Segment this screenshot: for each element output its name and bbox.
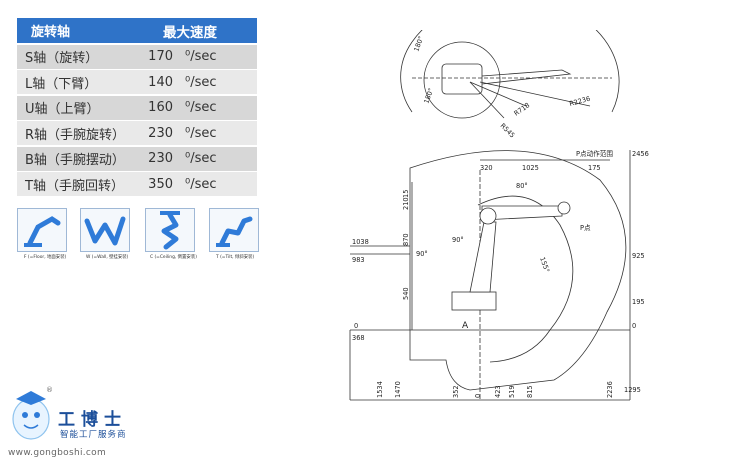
tilt-mount-label: T (=Tilt, 倾斜安装) (216, 255, 255, 260)
top-view (400, 30, 620, 119)
table-row: L轴（下臂） 140 ⁰/sec (17, 70, 257, 94)
row-unit: ⁰/sec (185, 176, 217, 192)
row-unit: ⁰/sec (185, 100, 217, 115)
robot-wrist (557, 201, 571, 215)
a-label: A (462, 321, 469, 331)
bottom-dim-352: 352 (452, 385, 460, 398)
angle-80: 80° (516, 182, 528, 190)
mascot-logo-icon (12, 391, 50, 440)
wall-mount-thumbnail (80, 208, 130, 252)
row-unit: ⁰/sec (185, 151, 217, 166)
bottom-dim-2236: 2236 (606, 381, 614, 398)
p-range-inner (477, 195, 574, 363)
robot-lower-arm (469, 221, 497, 293)
angle-90-a: 90° (452, 236, 464, 244)
bottom-dim-519: 519 (508, 385, 516, 398)
angle-155: 155° (538, 256, 551, 274)
left-dim-540: 540 (402, 287, 410, 300)
r545-line (469, 81, 505, 119)
table-row: B轴（手腕摆动） 230 ⁰/sec (17, 146, 257, 171)
row-value: 350 (148, 176, 173, 192)
table-header: 旋转轴 最大速度 (17, 18, 257, 43)
row-axis: U轴（上臂） (25, 102, 100, 117)
bottom-dim-815: 815 (526, 385, 534, 398)
row-axis: T轴（手腕回转） (25, 178, 124, 194)
top-base (441, 63, 483, 95)
registered-mark: ® (46, 386, 53, 394)
right-dim-925: 925 (632, 252, 645, 260)
ceiling-mount-label: C (=Ceiling, 倒置安装) (150, 255, 197, 260)
left-dim-368: 368 (352, 334, 365, 342)
header-speed: 最大速度 (163, 24, 217, 41)
top-circle (423, 41, 501, 119)
tilt-robot-icon (216, 216, 253, 247)
speed-table: 旋转轴 最大速度 S轴（旋转） 170 ⁰/sec L轴（下臂） 140 ⁰/s… (17, 18, 257, 198)
wall-mount-label: W (=Wall, 壁挂安装) (86, 255, 129, 260)
table-row: U轴（上臂） 160 ⁰/sec (17, 95, 257, 120)
header-axis: 旋转轴 (31, 25, 71, 40)
row-unit: ⁰/sec (185, 49, 217, 64)
table-row: S轴（旋转） 170 ⁰/sec (17, 44, 257, 69)
row-axis: B轴（手腕摆动） (25, 153, 125, 168)
r545-label: R545 (499, 122, 517, 140)
bottom-dim-423: 423 (494, 385, 502, 398)
bottom-dim-1534: 1534 (376, 381, 384, 398)
right-dim-2456: 2456 (632, 150, 649, 158)
brand-title: 工博士 (58, 410, 127, 430)
side-view (349, 150, 631, 401)
left-dim-1038: 1038 (352, 238, 369, 246)
r718-line (469, 81, 527, 107)
row-axis: L轴（下臂） (25, 76, 98, 92)
row-unit: ⁰/sec (185, 74, 217, 90)
top-dim-320: 320 (480, 164, 493, 172)
right-dim-195: 195 (632, 298, 645, 306)
angle-bottom-label: 180° (422, 87, 435, 105)
floor-mount-thumbnail (17, 208, 67, 252)
top-arc-outer (411, 30, 620, 113)
table-row: T轴（手腕回转） 350 ⁰/sec (17, 172, 257, 196)
floor-mount-label: F (=Floor, 地面安装) (24, 255, 67, 260)
ceiling-robot-icon (160, 211, 180, 250)
table-row: R轴（手腕旋转） 230 ⁰/sec (17, 121, 257, 145)
brand-url: www.gongboshi.com (8, 448, 107, 458)
right-dim-1295: 1295 (624, 386, 641, 394)
row-value: 230 (148, 151, 173, 166)
row-value: 170 (148, 49, 173, 64)
brand-subtitle: 智能工厂服务商 (60, 430, 127, 440)
row-axis: R轴（手腕旋转） (25, 127, 126, 143)
row-unit: ⁰/sec (185, 125, 217, 141)
robot-elbow (479, 207, 497, 225)
top-dim-1025: 1025 (522, 164, 539, 172)
r718-label: R718 (513, 101, 532, 117)
row-value: 160 (148, 100, 173, 115)
row-axis: S轴（旋转） (25, 51, 99, 66)
left-dim-210: 210 (402, 197, 410, 210)
p-point-label: P点 (580, 224, 591, 232)
p-range-outer (409, 150, 627, 391)
bottom-dim-0: 0 (474, 394, 482, 398)
ceiling-mount-thumbnail (145, 208, 195, 252)
top-arm (481, 69, 572, 85)
angle-top-label: 180° (412, 35, 425, 53)
p-range-label: P点动作范围 (576, 149, 613, 158)
top-arc-left (400, 41, 413, 113)
wall-robot-icon (84, 216, 126, 246)
right-dim-0: 0 (632, 322, 636, 330)
r2236-label: R2236 (568, 95, 591, 108)
left-dim-870: 870 (402, 233, 410, 246)
bottom-dim-1470: 1470 (394, 381, 402, 398)
left-dim-0: 0 (354, 322, 358, 330)
robot-working-range-drawing: 180° 180° R545 R718 R2236 P点动作范围 P点 A 32… (349, 30, 649, 401)
top-dim-175: 175 (588, 164, 601, 172)
angle-90-b: 90° (416, 250, 428, 258)
row-value: 140 (148, 74, 173, 90)
r2236-line (479, 81, 591, 107)
left-dim-983: 983 (352, 256, 365, 264)
tilt-mount-thumbnail (209, 208, 259, 252)
floor-robot-icon (24, 216, 61, 247)
robot-base (451, 291, 497, 311)
row-value: 230 (148, 125, 173, 141)
inner-dim-15: 15 (402, 190, 410, 198)
